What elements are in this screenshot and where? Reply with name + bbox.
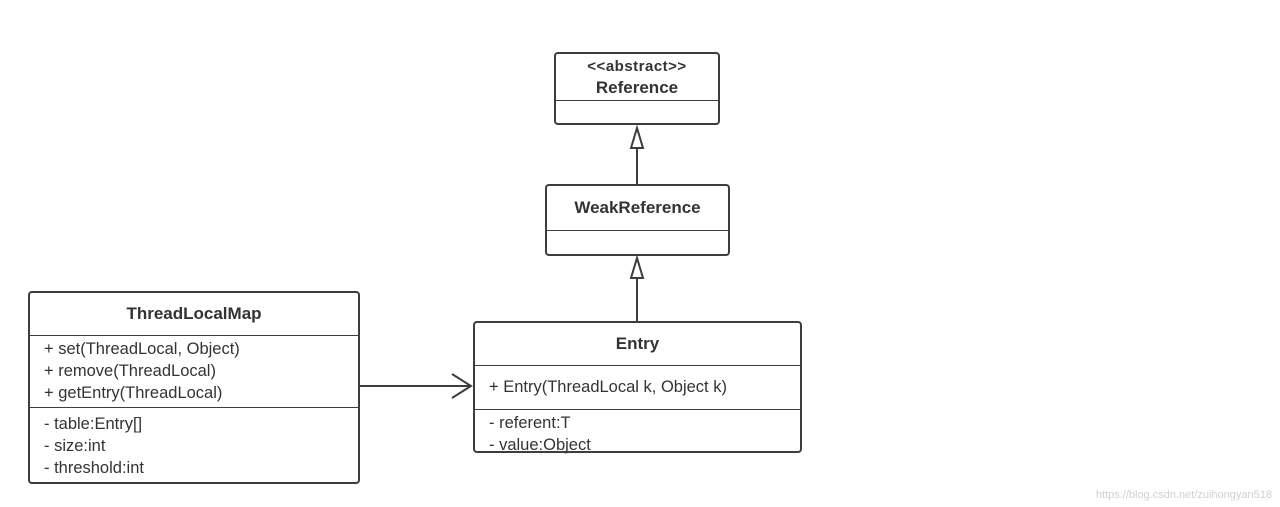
class-threadlocalmap-method: + set(ThreadLocal, Object)	[44, 340, 240, 358]
class-threadlocalmap-fields: - table:Entry[] - size:int - threshold:i…	[30, 407, 358, 479]
class-entry-field: - value:Object	[489, 436, 591, 454]
class-threadlocalmap-name: ThreadLocalMap	[126, 304, 262, 323]
association-arrowhead-entry	[451, 373, 473, 399]
class-weakreference-header: WeakReference	[547, 186, 728, 230]
class-threadlocalmap-header: ThreadLocalMap	[30, 293, 358, 335]
class-entry-method: + Entry(ThreadLocal k, Object k)	[489, 378, 727, 396]
class-threadlocalmap-field: - size:int	[44, 437, 106, 455]
watermark: https://blog.csdn.net/zuihongyan518	[1095, 489, 1272, 501]
class-entry-header: Entry	[475, 323, 800, 365]
class-threadlocalmap-field: - table:Entry[]	[44, 415, 143, 433]
class-entry-name: Entry	[615, 334, 660, 353]
class-threadlocalmap-methods: + set(ThreadLocal, Object) + remove(Thre…	[30, 335, 358, 407]
class-reference-stereotype: <<abstract>>	[587, 58, 687, 75]
inheritance-arrowhead-reference	[629, 124, 645, 149]
inheritance-arrowhead-weakreference	[629, 254, 645, 279]
class-weakreference-body	[547, 230, 728, 254]
class-entry: Entry + Entry(ThreadLocal k, Object k) -…	[473, 321, 802, 456]
class-reference-header: <<abstract>> Reference	[556, 54, 718, 100]
class-weakreference-name: WeakReference	[574, 198, 701, 217]
class-threadlocalmap-method: + getEntry(ThreadLocal)	[44, 384, 223, 402]
class-threadlocalmap: ThreadLocalMap + set(ThreadLocal, Object…	[28, 291, 360, 484]
class-threadlocalmap-field: - threshold:int	[44, 459, 144, 477]
class-weakreference: WeakReference	[545, 184, 730, 256]
class-reference: <<abstract>> Reference	[554, 52, 720, 125]
class-reference-body	[556, 100, 718, 123]
class-reference-name: Reference	[595, 78, 679, 97]
class-entry-field: - referent:T	[489, 414, 571, 432]
class-threadlocalmap-method: + remove(ThreadLocal)	[44, 362, 216, 380]
class-entry-fields: - referent:T - value:Object	[475, 409, 800, 456]
class-entry-methods: + Entry(ThreadLocal k, Object k)	[475, 365, 800, 409]
